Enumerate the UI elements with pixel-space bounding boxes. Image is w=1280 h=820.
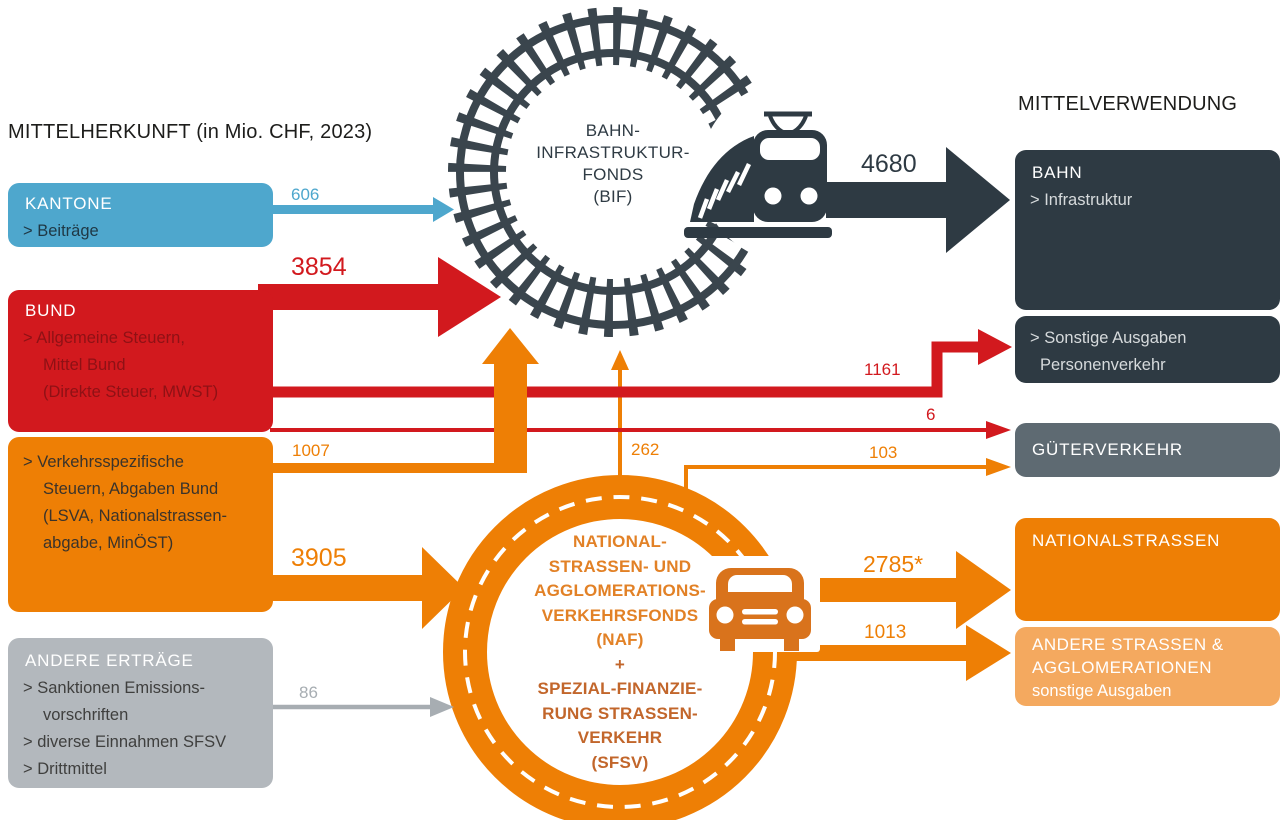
flow-naf-gueterverkehr-arrow [684, 458, 1011, 493]
box-line: > Sonstige Ausgaben [1030, 329, 1187, 347]
flow-label-naf-nationalstrassen: 2785* [863, 551, 924, 577]
flow-kantone-bif-arrow [268, 197, 454, 222]
use-box-sonstige-ausgaben: > Sonstige Ausgaben Personenverkehr [1015, 316, 1280, 383]
box-line: abgabe, MinÖST) [43, 534, 174, 552]
flow-label-bund-sonstige: 1161 [864, 360, 901, 379]
naf-line: AGGLOMERATIONS- [534, 581, 706, 600]
naf-line: STRASSEN- UND [548, 556, 692, 576]
title-mittelherkunft: MITTELHERKUNFT (in Mio. CHF, 2023) [8, 121, 373, 143]
source-box-andere-ertraege: ANDERE ERTRÄGE > Sanktionen Emissions- v… [8, 638, 273, 788]
box-line: Steuern, Abgaben Bund [43, 480, 219, 498]
box-line: > Sanktionen Emissions- [23, 679, 206, 697]
box-line: (LSVA, Nationalstrassen- [43, 507, 228, 525]
naf-line: RUNG STRASSEN- [542, 703, 698, 723]
flow-label-naf-bif: 262 [631, 440, 660, 459]
flow-label-kantone-bif: 606 [291, 185, 320, 204]
flow-steuern-naf-arrow [258, 547, 464, 629]
car-icon [709, 568, 811, 651]
flow-naf-bif-arrow [611, 350, 629, 489]
naf-fund-label: NATIONAL- STRASSEN- UND AGGLOMERATIONS- … [525, 530, 715, 775]
box-title: ANDERE STRASSEN & [1032, 635, 1224, 654]
use-box-gueterverkehr: GÜTERVERKEHR [1015, 423, 1280, 477]
flow-label-bund-bif: 3854 [291, 253, 347, 281]
source-box-bund: BUND > Allgemeine Steuern, Mittel Bund (… [8, 290, 273, 432]
flow-label-bif-bahn: 4680 [861, 150, 917, 178]
flow-label-naf-gueterverkehr: 103 [869, 443, 898, 462]
box-line: Personenverkehr [1040, 356, 1166, 374]
box-line: (Direkte Steuer, MWST) [43, 383, 219, 401]
flow-naf-anderestrassen-arrow [792, 625, 1011, 681]
flow-steuern-bif-arrow [258, 328, 539, 473]
bif-line: INFRASTRUKTUR- [536, 143, 690, 162]
train-icon [684, 111, 832, 238]
naf-line: NATIONAL- [572, 532, 668, 551]
bif-fund-label: BAHN- INFRASTRUKTUR- FONDS (BIF) [533, 120, 693, 208]
box-line: > Verkehrsspezifische [23, 453, 184, 471]
flow-label-andere-naf: 86 [299, 683, 318, 702]
bif-line: (BIF) [593, 187, 633, 206]
box-line: > diverse Einnahmen SFSV [23, 733, 227, 751]
bif-line: FONDS [582, 165, 644, 184]
box-title: ANDERE ERTRÄGE [25, 651, 194, 670]
flow-label-naf-anderestrassen: 1013 [864, 622, 907, 643]
box-line: vorschriften [43, 706, 129, 724]
flow-andere-naf-arrow [270, 697, 454, 717]
naf-line: VERKEHRSFONDS [541, 605, 699, 625]
box-title-line2: AGGLOMERATIONEN [1032, 658, 1213, 677]
flow-bif-bahn-arrow [826, 147, 1010, 253]
use-box-andere-strassen: ANDERE STRASSEN & AGGLOMERATIONEN sonsti… [1015, 627, 1280, 706]
flow-label-steuern-bif: 1007 [292, 441, 330, 460]
use-box-nationalstrassen: NATIONALSTRASSEN [1015, 518, 1280, 621]
flow-label-bund-gueterverkehr: 6 [926, 405, 936, 424]
naf-line: (NAF) [596, 630, 644, 649]
box-title: BUND [25, 301, 77, 320]
flow-bund-sonstige-arrow [270, 329, 1012, 398]
box-title: KANTONE [25, 194, 113, 213]
box-line: Mittel Bund [43, 356, 126, 374]
box-line: > Beiträge [23, 222, 99, 240]
box-title: GÜTERVERKEHR [1032, 440, 1183, 459]
box-title: NATIONALSTRASSEN [1032, 531, 1221, 550]
use-box-bahn: BAHN > Infrastruktur [1015, 150, 1280, 310]
naf-line: SPEZIAL-FINANZIE- [537, 679, 703, 698]
source-box-verkehrssteuern: > Verkehrsspezifische Steuern, Abgaben B… [8, 437, 273, 612]
box-line: > Infrastruktur [1030, 191, 1133, 209]
flow-bund-bif-arrow [258, 257, 501, 337]
title-mittelverwendung: MITTELVERWENDUNG [1018, 93, 1238, 115]
box-title: BAHN [1032, 163, 1083, 182]
source-box-kantone: KANTONE > Beiträge [8, 183, 273, 247]
box-line: > Drittmittel [23, 760, 107, 778]
box-subtitle: sonstige Ausgaben [1032, 682, 1172, 700]
flow-label-steuern-naf: 3905 [291, 544, 347, 572]
naf-line: VERKEHR [577, 728, 663, 747]
box-line: > Allgemeine Steuern, [23, 329, 185, 347]
naf-plus: + [614, 654, 626, 674]
flow-bund-gueterverkehr-arrow [270, 421, 1011, 439]
bif-line: BAHN- [585, 121, 641, 140]
naf-line: (SFSV) [591, 752, 649, 772]
